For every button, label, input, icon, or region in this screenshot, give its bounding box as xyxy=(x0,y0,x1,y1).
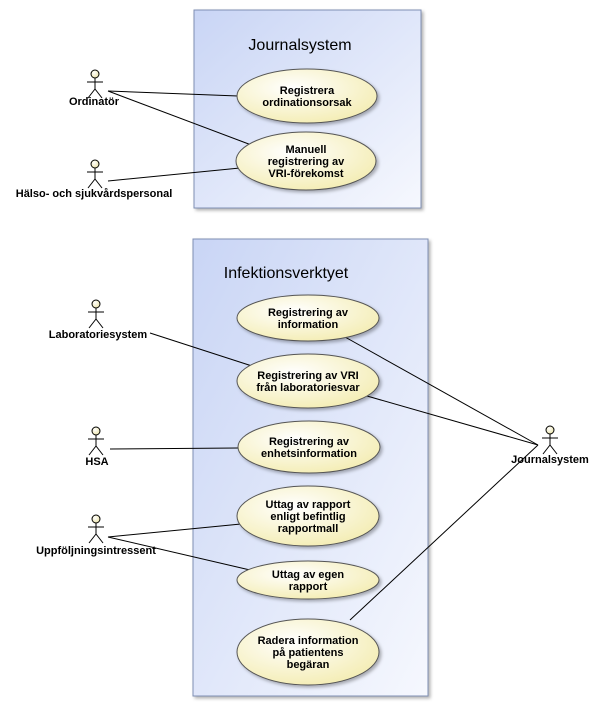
association-uppf-uc7 xyxy=(107,536,251,571)
use-case-label-line: från laboratoriesvar xyxy=(256,382,360,394)
actor-stick-figure-icon xyxy=(88,426,104,456)
use-case-label-line: begäran xyxy=(287,659,330,671)
use-case-label-line: Uttag av egen xyxy=(272,569,344,581)
association-journal_actor-uc4 xyxy=(366,395,539,446)
actor-stick-figure-icon xyxy=(87,69,103,99)
use-case-label-line: enhetsinformation xyxy=(261,448,357,460)
actor-stick-figure-icon xyxy=(87,159,103,189)
use-case-ellipse xyxy=(236,560,380,600)
use-case-ellipse xyxy=(236,485,380,547)
use-case-label-line: Registrering av xyxy=(269,436,350,448)
use-case-label-line: Registrera xyxy=(280,85,335,97)
actor-label: Uppföljningsintressent xyxy=(36,545,156,557)
use-case-label-line: på patientens xyxy=(273,647,344,659)
use-cases: RegistreraordinationsorsakManuellregistr… xyxy=(235,68,381,686)
use-case-label-line: Radera information xyxy=(258,635,359,647)
use-case-ellipse xyxy=(236,618,380,686)
association-journal_actor-uc8 xyxy=(349,444,539,621)
actor-label: Laboratoriesystem xyxy=(49,329,148,341)
use-case-ellipse xyxy=(235,131,377,191)
use-case-label-line: rapportmall xyxy=(278,523,339,535)
association-uppf-uc6 xyxy=(107,523,242,538)
use-case-label-line: Uttag av rapport xyxy=(266,499,351,511)
use-case-ellipse xyxy=(236,294,380,342)
actor-label: Journalsystem xyxy=(511,454,589,466)
association-lab-uc4 xyxy=(149,332,253,367)
use-case-label-line: Registrering av VRI xyxy=(257,370,358,382)
system-title-infektionsverktyet: Infektionsverktyet xyxy=(224,265,349,282)
use-case-label-line: rapport xyxy=(289,581,328,593)
actor-ordinator[interactable]: Ordinatör xyxy=(69,69,120,108)
use-case-label-line: registrering av xyxy=(268,156,345,168)
use-case-label-line: Registrering av xyxy=(268,307,349,319)
use-case-ellipse xyxy=(237,420,381,474)
association-halso-uc2 xyxy=(107,167,241,182)
actor-halso[interactable]: Hälso- och sjukvårdspersonal xyxy=(16,159,173,200)
actor-label: Ordinatör xyxy=(69,96,120,108)
actor-stick-figure-icon xyxy=(542,425,558,455)
association-ordinator-uc2 xyxy=(107,90,255,147)
actor-hsa[interactable]: HSA xyxy=(85,426,109,468)
association-journal_actor-uc3 xyxy=(344,336,539,446)
use-case-label-line: Manuell xyxy=(286,144,327,156)
actor-label: HSA xyxy=(85,456,108,468)
use-case-label-line: information xyxy=(278,319,339,331)
association-hsa-uc5 xyxy=(109,447,239,450)
use-case-ellipse xyxy=(236,353,380,409)
association-ordinator-uc1 xyxy=(107,90,239,97)
use-case-ellipse xyxy=(236,68,378,124)
actor-lab[interactable]: Laboratoriesystem xyxy=(49,299,148,341)
use-case-label-line: enligt befintlig xyxy=(270,511,345,523)
use-case-label-line: VRI-förekomst xyxy=(268,168,344,180)
actor-label: Hälso- och sjukvårdspersonal xyxy=(16,188,173,200)
use-case-label-line: ordinationsorsak xyxy=(262,97,352,109)
actor-stick-figure-icon xyxy=(88,514,104,544)
system-title-journalsystem: Journalsystem xyxy=(248,37,351,54)
actor-uppf[interactable]: Uppföljningsintressent xyxy=(36,514,156,557)
actor-stick-figure-icon xyxy=(88,299,104,329)
actor-journal_actor[interactable]: Journalsystem xyxy=(511,425,589,466)
associations xyxy=(107,90,539,621)
